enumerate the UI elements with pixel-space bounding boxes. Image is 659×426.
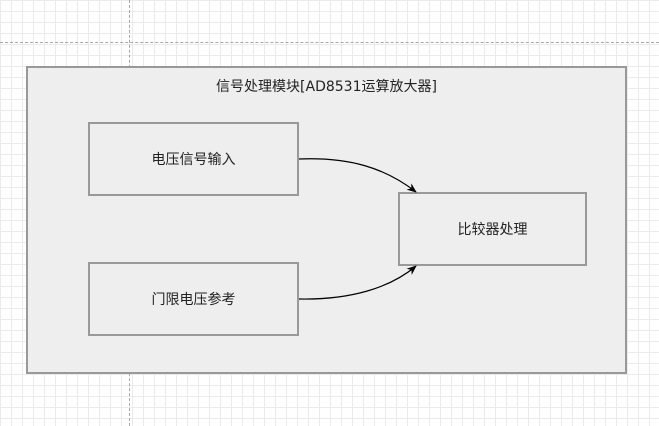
voltage-signal-input-node[interactable]: 电压信号输入 [88, 122, 299, 196]
horizontal-guide-line [0, 42, 659, 43]
threshold-voltage-reference-node[interactable]: 门限电压参考 [88, 262, 299, 336]
node-label: 比较器处理 [457, 222, 528, 238]
comparator-processing-node[interactable]: 比较器处理 [398, 192, 587, 266]
node-label: 门限电压参考 [151, 292, 236, 308]
container-title: 信号处理模块[AD8531运算放大器] [216, 79, 437, 95]
node-label: 电压信号输入 [151, 152, 236, 168]
